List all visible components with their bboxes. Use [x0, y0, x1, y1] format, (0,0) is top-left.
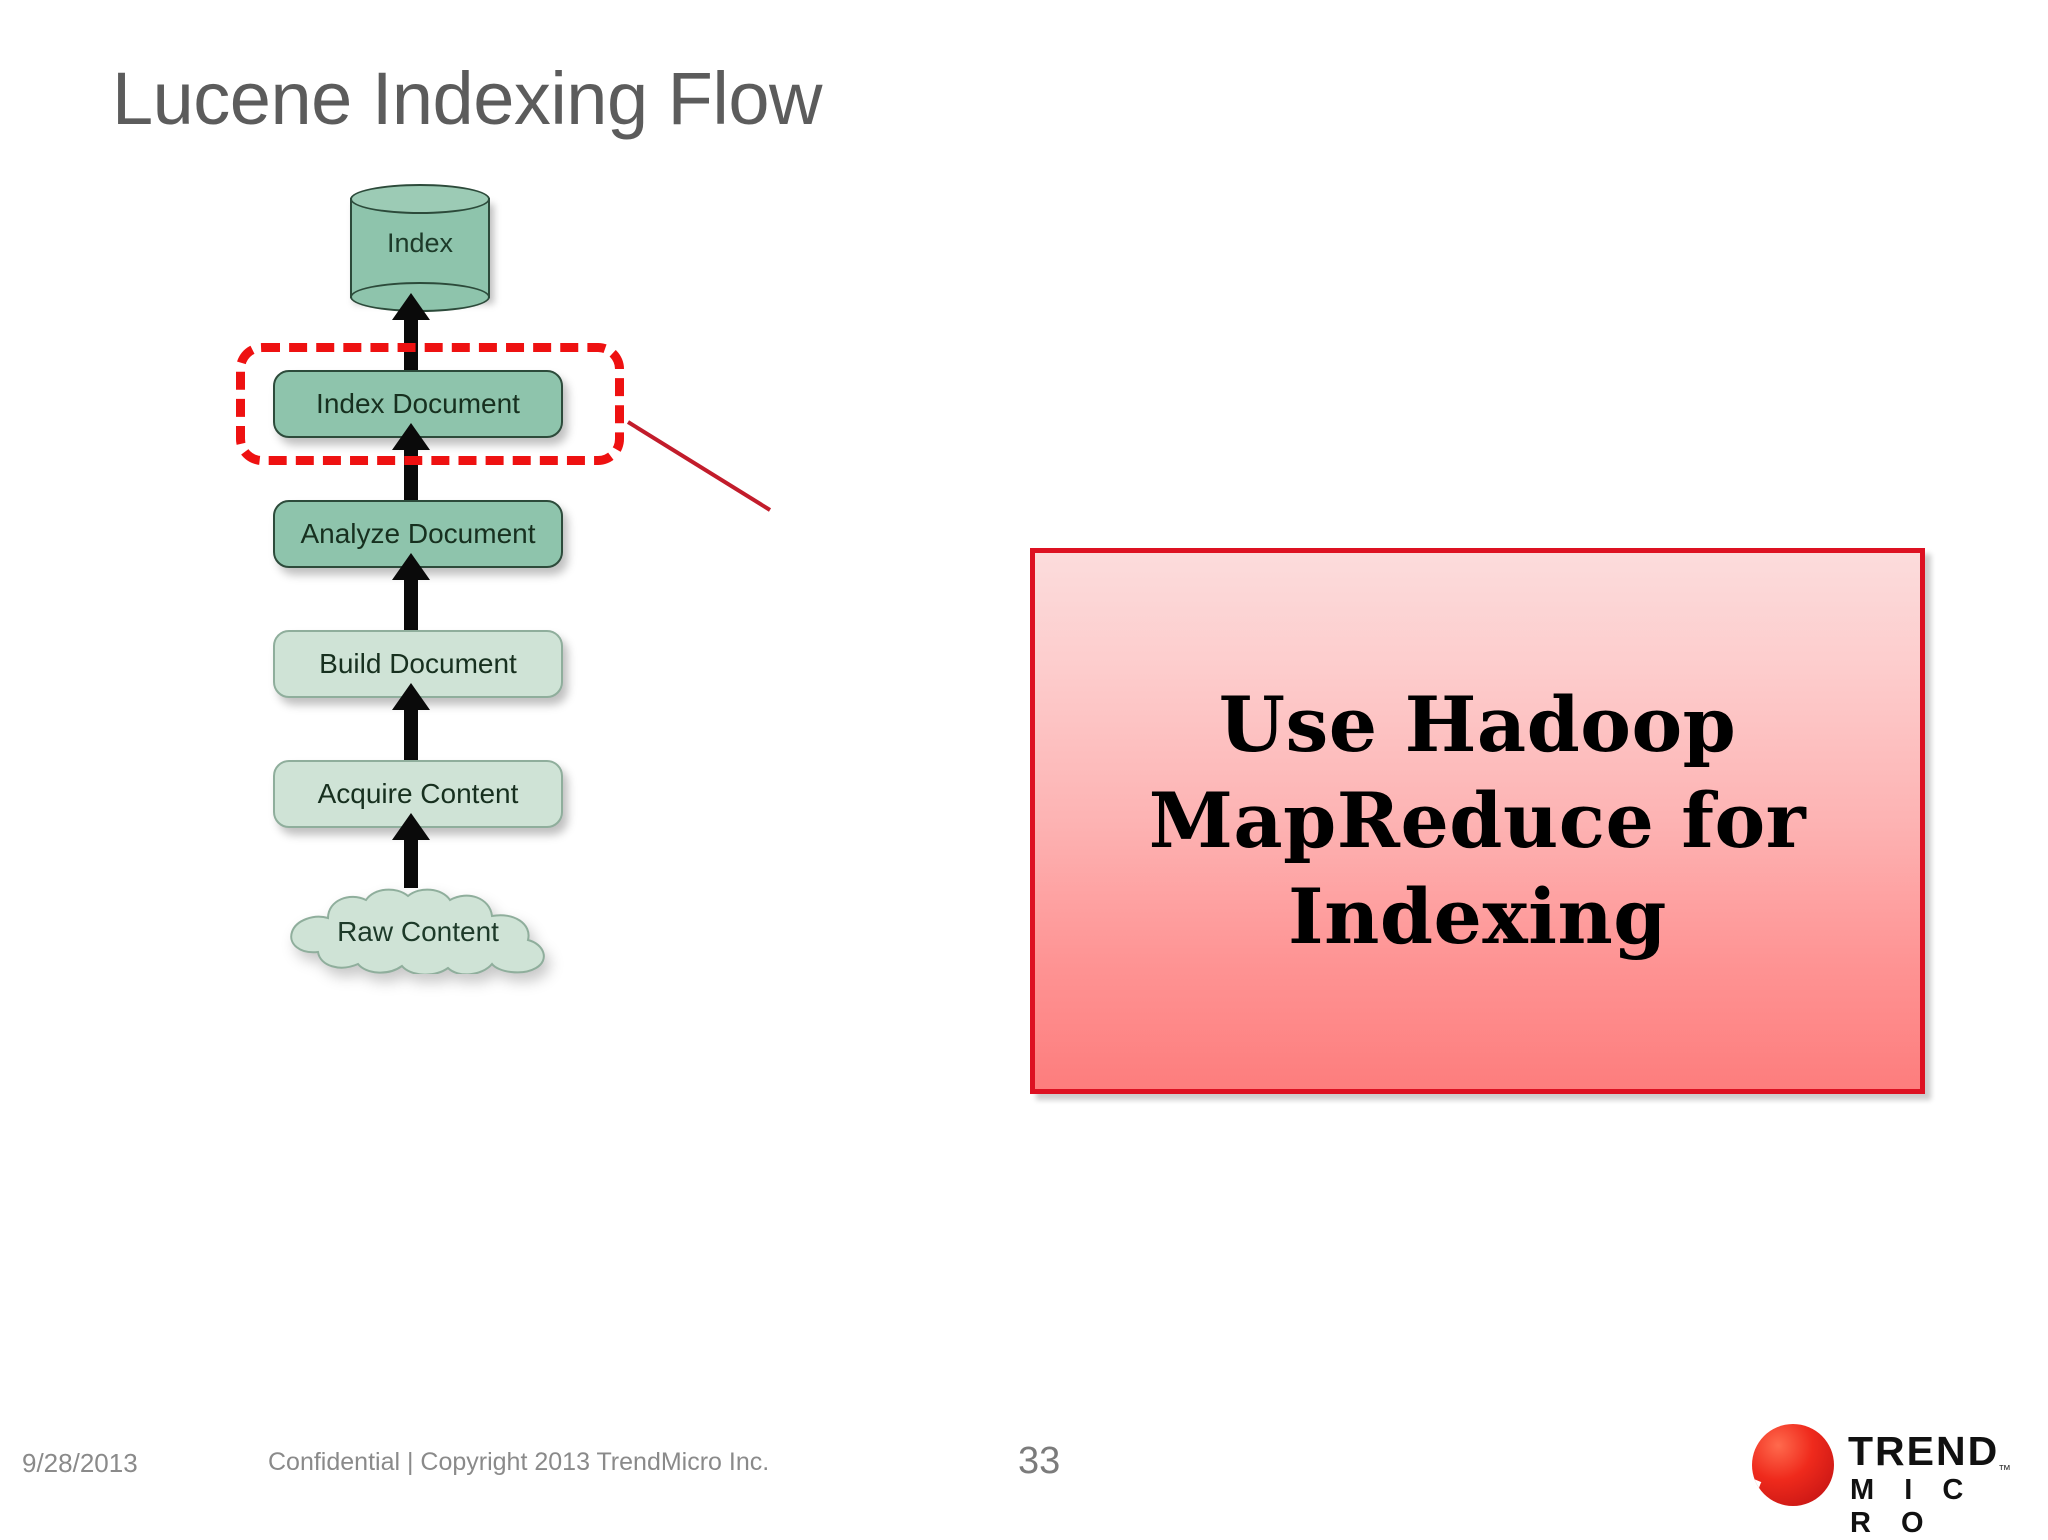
arrow-raw-to-acquire-content — [392, 813, 430, 888]
footer-confidential-notice: Confidential | Copyright 2013 TrendMicro… — [268, 1448, 770, 1476]
highlight-dashed-box — [236, 343, 624, 465]
cloud-shape — [290, 888, 545, 974]
flow-node-index-label: Index — [386, 228, 454, 258]
arrow-acquire-to-build-document — [392, 683, 430, 760]
cylinder-top-ellipse — [350, 184, 490, 214]
flow-node-build-document-label: Build Document — [319, 648, 517, 679]
callout-box: Use Hadoop MapReduce for Indexing — [1030, 548, 1925, 1094]
logo-trademark-symbol: ™ — [1998, 1462, 2011, 1477]
flow-node-acquire-content-label: Acquire Content — [317, 778, 519, 809]
logo-wordmark-micro: M I C R O — [1850, 1474, 1975, 1539]
page-title: Lucene Indexing Flow — [112, 57, 822, 140]
swoosh-icon — [1752, 1434, 1834, 1506]
flow-node-build-document: Build Document — [273, 630, 563, 698]
flow-node-raw-content: Raw Content — [270, 888, 566, 974]
flow-node-analyze-document-label: Analyze Document — [300, 518, 536, 549]
footer-page-number: 33 — [1018, 1440, 1061, 1482]
trend-micro-logo: TREND M I C R O ™ — [1752, 1418, 2024, 1539]
arrow-index-document-to-index — [392, 293, 430, 370]
callout-text: Use Hadoop MapReduce for Indexing — [1148, 680, 1807, 961]
flow-node-raw-content-label: Raw Content — [337, 916, 499, 947]
trend-micro-sphere-icon — [1752, 1424, 1834, 1506]
lucene-indexing-flow-diagram: Index Index Document Analyze Document Bu… — [230, 170, 750, 1000]
flow-node-index-document-label: Index Document — [316, 388, 520, 419]
flow-node-index: Index — [350, 184, 490, 312]
logo-wordmark-trend: TREND — [1848, 1428, 2000, 1474]
footer-date: 9/28/2013 — [22, 1448, 138, 1478]
arrow-build-to-analyze-document — [392, 553, 430, 630]
